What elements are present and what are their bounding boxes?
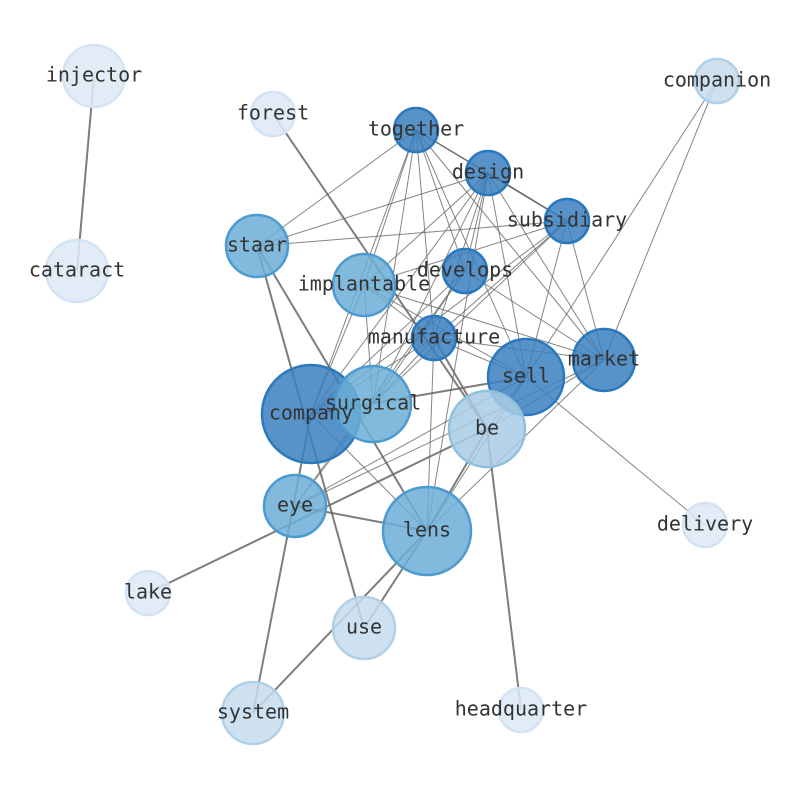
- node-label-lake: lake: [124, 580, 172, 604]
- edge-subsidiary-staar: [256, 220, 568, 247]
- node-label-develops: develops: [417, 258, 513, 282]
- edge-together-develops: [415, 129, 466, 272]
- edge-together-manufacture: [415, 129, 435, 339]
- node-label-delivery: delivery: [657, 512, 753, 536]
- node-companion[interactable]: [693, 57, 741, 105]
- node-label-market: market: [568, 347, 640, 371]
- node-system[interactable]: [220, 680, 286, 746]
- node-label-sell: sell: [502, 364, 550, 388]
- node-manufacture[interactable]: [410, 314, 458, 362]
- edge-subsidiary-manufacture: [433, 220, 568, 339]
- edge-be-headquarter: [486, 428, 522, 711]
- node-label-cataract: cataract: [29, 258, 125, 282]
- node-label-system: system: [217, 700, 289, 724]
- edge-companion-market: [603, 80, 718, 361]
- edge-implantable-market: [363, 284, 605, 361]
- node-together[interactable]: [392, 106, 440, 154]
- node-surgical[interactable]: [333, 364, 413, 444]
- edge-system-company: [252, 413, 312, 714]
- labels-layer: injector cataract forest together design subs…: [29, 63, 771, 724]
- node-lens[interactable]: [381, 485, 473, 577]
- node-be[interactable]: [447, 389, 527, 469]
- node-label-be: be: [475, 416, 499, 440]
- edge-design-market: [487, 172, 605, 361]
- node-implantable[interactable]: [331, 252, 397, 318]
- node-market[interactable]: [571, 327, 637, 393]
- edge-design-staar: [256, 172, 489, 247]
- edge-together-staar: [256, 129, 417, 247]
- edge-together-market: [415, 129, 605, 361]
- node-label-lens: lens: [403, 518, 451, 542]
- edge-companion-sell: [525, 80, 718, 378]
- edge-design-lens: [426, 172, 489, 532]
- node-staar[interactable]: [224, 213, 290, 279]
- node-label-eye: eye: [277, 493, 313, 517]
- node-forest[interactable]: [249, 90, 297, 138]
- node-lake[interactable]: [124, 569, 172, 617]
- edge-subsidiary-surgical: [372, 220, 568, 405]
- node-subsidiary[interactable]: [543, 197, 591, 245]
- node-label-design: design: [452, 160, 524, 184]
- node-label-staar: staar: [227, 233, 287, 257]
- node-label-together: together: [368, 117, 464, 141]
- edge-injector-cataract: [76, 75, 95, 272]
- node-label-companion: companion: [663, 68, 771, 92]
- node-label-headquarter: headquarter: [455, 697, 587, 721]
- node-headquarter[interactable]: [497, 686, 545, 734]
- nodes-layer: [44, 43, 741, 746]
- node-label-surgical: surgical: [325, 391, 421, 415]
- node-label-subsidiary: subsidiary: [507, 208, 627, 232]
- edge-design-surgical: [372, 172, 489, 405]
- node-label-manufacture: manufacture: [368, 325, 500, 349]
- node-label-implantable: implantable: [298, 272, 430, 296]
- node-label-injector: injector: [46, 63, 142, 87]
- node-injector[interactable]: [61, 43, 127, 109]
- edge-together-surgical: [372, 129, 417, 405]
- node-cataract[interactable]: [44, 238, 110, 304]
- node-label-forest: forest: [237, 101, 309, 125]
- node-label-use: use: [346, 615, 382, 639]
- node-design[interactable]: [464, 149, 512, 197]
- node-label-company: company: [269, 401, 353, 425]
- node-develops[interactable]: [441, 247, 489, 295]
- node-delivery[interactable]: [681, 501, 729, 549]
- node-use[interactable]: [331, 595, 397, 661]
- node-eye[interactable]: [262, 473, 328, 539]
